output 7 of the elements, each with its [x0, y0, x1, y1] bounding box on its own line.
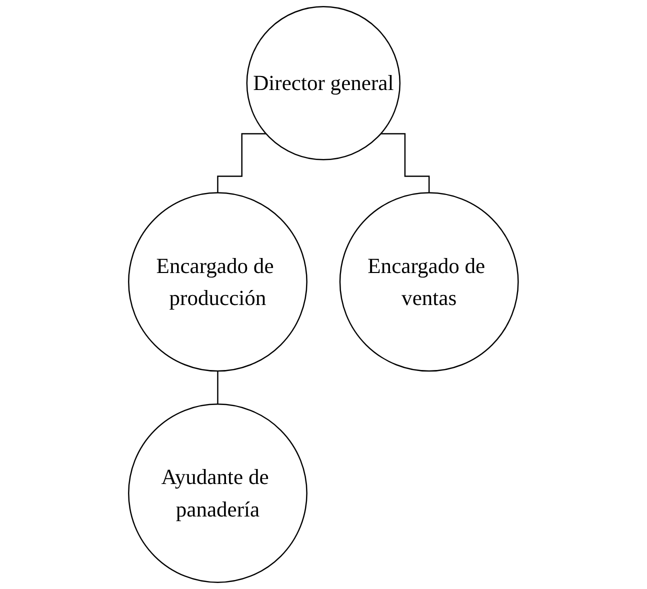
- connector: [380, 133, 430, 194]
- connector: [217, 133, 266, 194]
- node-circle: Ayudante de panadería: [128, 404, 308, 583]
- node-circle: Encargado de ventas: [339, 192, 519, 372]
- connector: [217, 370, 218, 405]
- node-circle: Director general: [246, 6, 401, 160]
- node-circle: Encargado de producción: [128, 192, 308, 372]
